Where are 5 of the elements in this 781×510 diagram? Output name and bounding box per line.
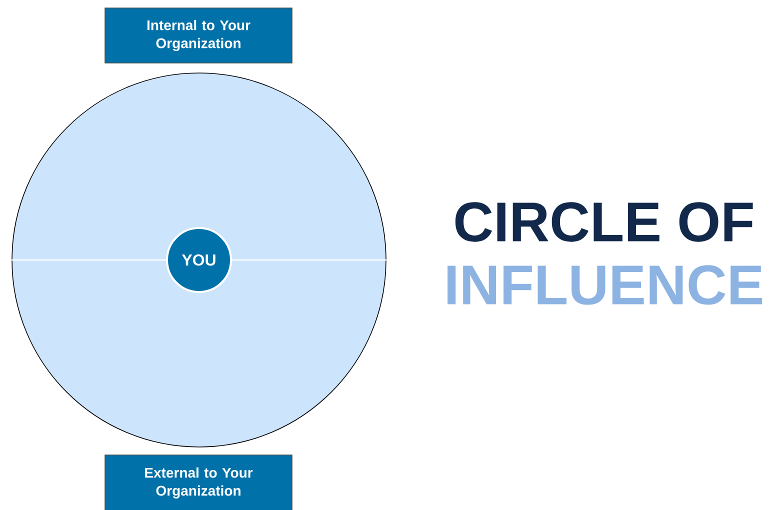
title-text: CIRCLE OF — [455, 202, 753, 242]
outer-circle — [12, 72, 386, 448]
label-box: External to Your Organization — [104, 454, 292, 510]
label-box: Internal to Your Organization — [104, 8, 292, 64]
title-text: INFLUENCE — [448, 265, 762, 305]
